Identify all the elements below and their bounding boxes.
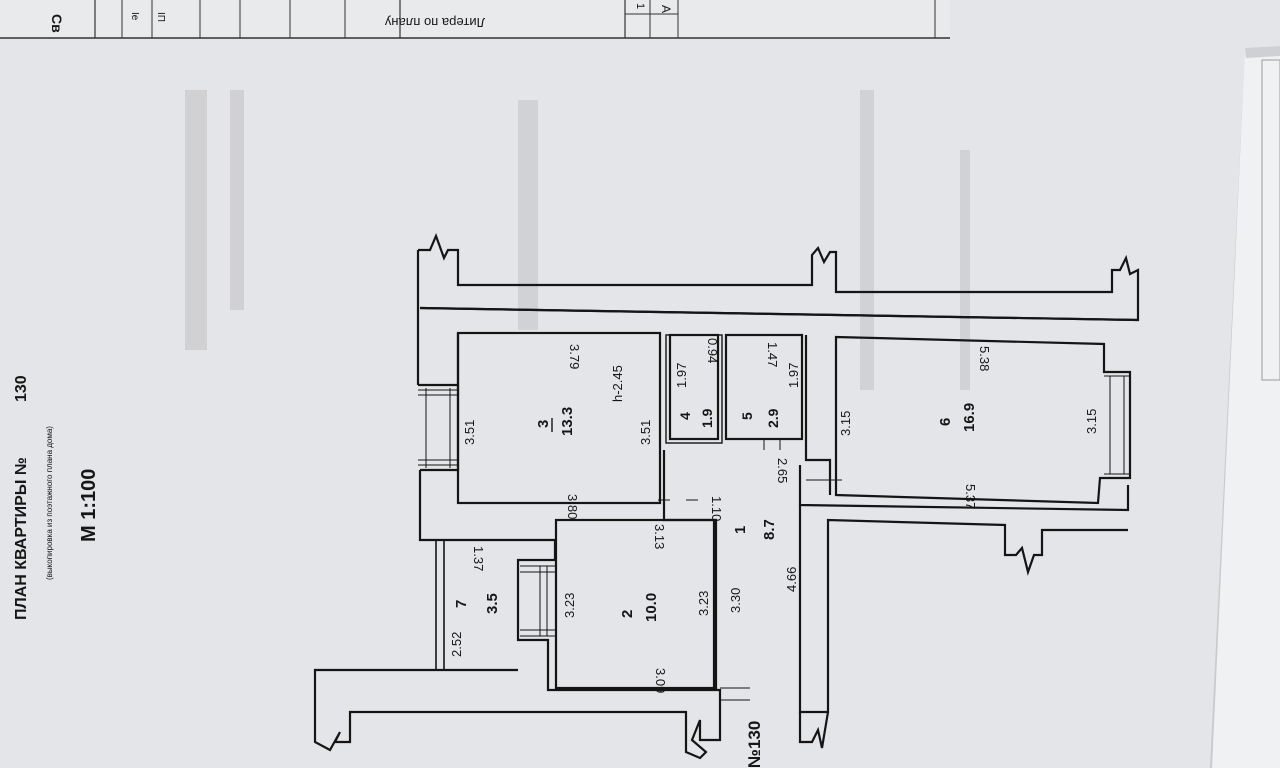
- dim-r6-right: 3.15: [1084, 409, 1099, 434]
- second-paper-sheet: [1212, 46, 1280, 768]
- dim-r4-top: 0.94: [705, 338, 720, 363]
- room-3-number: 3: [535, 420, 552, 428]
- dim-r6-bottom: 5.37: [963, 484, 978, 509]
- apartment-marker: №130: [745, 721, 764, 768]
- plan-title: ПЛАН КВАРТИРЫ №: [13, 457, 30, 620]
- dim-r7-top: 1.37: [471, 546, 486, 571]
- dim-r2-top: 3.13: [652, 524, 667, 549]
- dim-r1-left: 3.30: [728, 588, 743, 613]
- dim-r1-right: 4.66: [784, 567, 799, 592]
- table-cell-1: 1: [634, 3, 646, 9]
- edge-mark-2: IП: [155, 12, 166, 22]
- dim-r5-side: 1.97: [786, 363, 801, 388]
- litera-label: Литера по плану: [384, 15, 485, 30]
- room-2-number: 2: [619, 610, 636, 618]
- dim-r2-right: 3.23: [696, 591, 711, 616]
- sheet-edge-shadow: [1245, 46, 1280, 58]
- floor-plan: [313, 233, 1140, 760]
- ceiling-height: h-2.45: [610, 365, 625, 402]
- room-6-area: 16.9: [961, 403, 978, 432]
- dim-r3-left: 3.51: [462, 420, 477, 445]
- plan-scale: М 1:100: [78, 469, 100, 542]
- room-4-area: 1.9: [699, 408, 715, 428]
- room-6-walls: [834, 335, 1132, 505]
- dim-r3-top: 3.79: [567, 344, 582, 369]
- dim-r6-top: 5.38: [977, 346, 992, 371]
- dim-r4-side: 1.97: [674, 363, 689, 388]
- title-block-table: Св Iе IП Литера по плану 1 А: [0, 0, 950, 39]
- edge-mark-1: Iе: [129, 12, 140, 21]
- room-7-walls: [313, 470, 722, 760]
- room-1-area: 8.7: [761, 519, 778, 540]
- room-2-area: 10.0: [643, 593, 660, 622]
- dim-r7-side: 2.52: [449, 632, 464, 657]
- room-4-number: 4: [677, 412, 693, 420]
- room-6-number: 6: [937, 418, 954, 426]
- room-2-walls: [554, 518, 716, 690]
- plan-title-group: ПЛАН КВАРТИРЫ № 130 (выкопировка из поэт…: [13, 375, 100, 620]
- room-7-area: 3.5: [484, 593, 501, 614]
- dim-r3-right: 3.51: [638, 420, 653, 445]
- corner-label: Св: [49, 14, 65, 33]
- plan-subtitle: (выкопировка из поэтажного плана дома): [45, 426, 54, 580]
- table-cell-a: А: [659, 5, 673, 13]
- plan-apartment-number: 130: [13, 375, 30, 402]
- room-5-number: 5: [739, 412, 755, 420]
- room-3-area: 13.3: [559, 407, 576, 436]
- dim-r5-top: 1.47: [765, 342, 780, 367]
- room-5-walls: [724, 333, 804, 441]
- room-5-area: 2.9: [765, 408, 781, 428]
- dim-r2-bottom: 3.09: [653, 668, 668, 693]
- room-1-number: 1: [732, 526, 749, 534]
- dim-r1-small: 1.10: [709, 496, 724, 521]
- dim-r2-left: 3.23: [562, 593, 577, 618]
- room-7-number: 7: [453, 600, 470, 608]
- dim-r6-left: 3.15: [838, 411, 853, 436]
- second-sheet-frame: [1261, 59, 1280, 381]
- dim-r3-bottom: 3.80: [565, 494, 580, 519]
- dim-r1-top: 2.65: [775, 458, 790, 483]
- room-labels: 3 13.3 4 1.9 5 2.9 6 16.9 1 8.7 2 10.0 7…: [453, 365, 978, 622]
- dimension-labels: 3.79 3.51 3.51 3.80 0.94 1.97 1.47 1.97 …: [449, 338, 1099, 693]
- window-markers: [418, 375, 1130, 701]
